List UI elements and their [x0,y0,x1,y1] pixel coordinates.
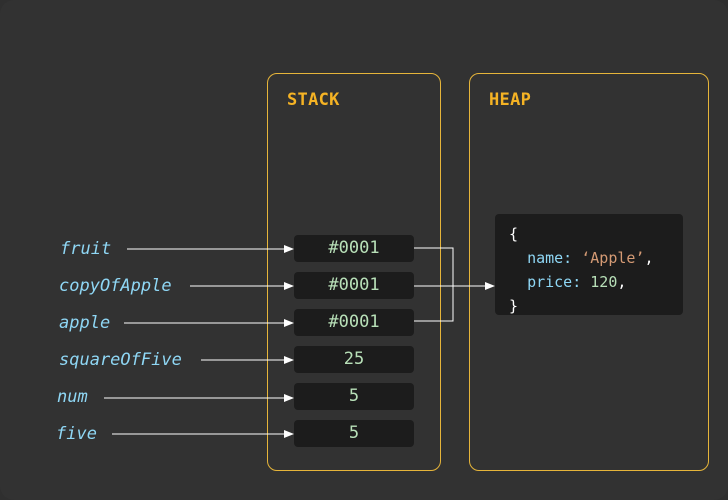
heap-object: { name: ‘Apple’, price: 120, } [495,214,683,315]
stack-cell-five: 5 [294,420,414,447]
name-key: name: [527,249,573,267]
object-close-line: } [509,294,683,318]
name-value: ‘Apple’ [581,249,645,267]
price-comma: , [617,273,627,291]
variable-five: five [56,424,97,444]
close-brace: } [509,297,519,315]
ref-arrow-fruit [414,247,454,286]
stack-title: STACK [287,90,340,110]
stack-cell-apple: #0001 [294,309,414,336]
heap-panel: HEAP [469,73,709,471]
variable-num: num [57,387,88,407]
price-key: price: [527,273,582,291]
name-comma: , [644,249,654,267]
object-name-line: name: ‘Apple’, [509,246,683,270]
variable-squareOfFive: squareOfFive [59,350,182,370]
stack-panel: STACK [267,73,441,471]
ref-arrow-apple [414,286,454,322]
object-price-line: price: 120, [509,270,683,294]
stack-cell-copyOfApple: #0001 [294,272,414,299]
price-value: 120 [590,273,618,291]
variable-apple: apple [59,313,111,333]
stack-cell-squareOfFive: 25 [294,346,414,373]
object-open-line: { [509,222,683,246]
open-brace: { [509,225,519,243]
stack-cell-num: 5 [294,383,414,410]
variable-copyOfApple: copyOfApple [59,276,172,296]
stack-cell-fruit: #0001 [294,235,414,262]
heap-title: HEAP [489,90,532,110]
variable-fruit: fruit [60,239,112,259]
